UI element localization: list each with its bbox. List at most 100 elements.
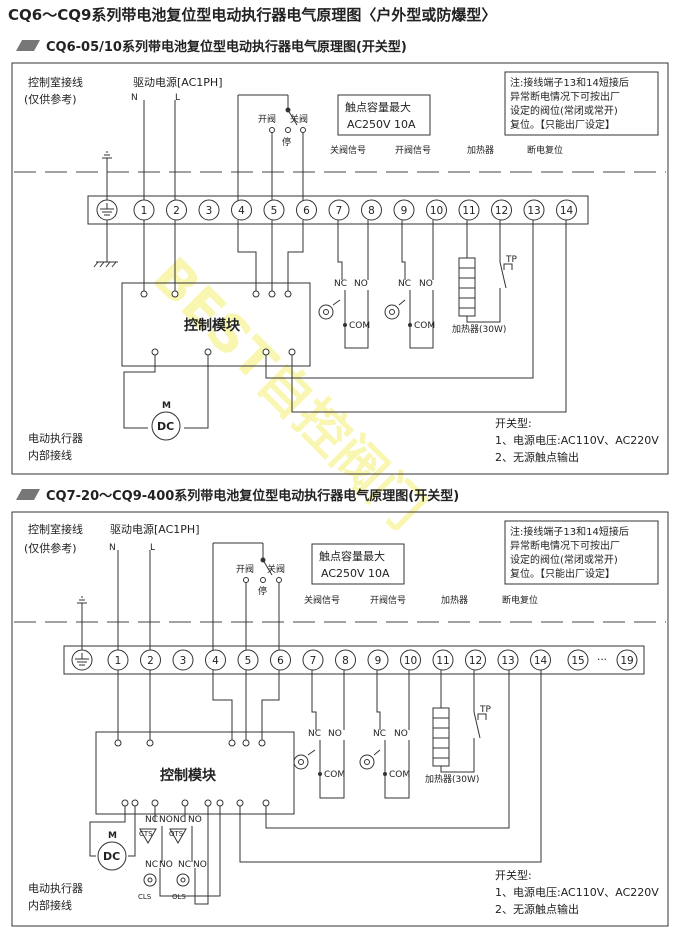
no-label: NO — [354, 279, 368, 289]
control-module-label: 控制模块 — [184, 317, 241, 334]
terminal-10 — [400, 649, 421, 671]
module-port — [146, 739, 154, 747]
terminal-6 — [270, 649, 291, 671]
wire — [376, 670, 381, 730]
module-port — [181, 799, 189, 807]
ref-only-label: (仅供参考) — [24, 541, 77, 555]
switch-spec-line: 1、电源电压:AC110V、AC220V — [495, 885, 659, 899]
terminal-5 — [237, 649, 259, 671]
module-port — [121, 799, 129, 807]
stop-label: 停 — [258, 585, 267, 597]
nc-label: NC — [145, 860, 158, 870]
heater-element — [432, 707, 450, 767]
heater-label: 加热器 — [441, 594, 468, 606]
internal-wiring-label: 内部接线 — [28, 898, 72, 912]
selector-contact — [285, 127, 291, 133]
terminal-7 — [328, 199, 350, 221]
nc-label: NC — [145, 815, 158, 825]
module-port — [204, 799, 212, 807]
terminal-4 — [205, 649, 226, 671]
wire — [184, 355, 209, 429]
close-signal-label: 关阀信号 — [304, 594, 340, 606]
terminal-number: 8 — [368, 205, 375, 217]
module-port — [151, 799, 159, 807]
terminal-number: 4 — [238, 205, 245, 217]
no-label: NO — [159, 815, 173, 825]
note-line: 复位。【只能出厂设定】 — [510, 118, 615, 131]
tp-label: TP — [505, 255, 517, 265]
terminal-2 — [166, 199, 187, 221]
open-signal-label: 开阀信号 — [395, 144, 431, 156]
terminal-12 — [491, 199, 512, 221]
motor-dc-label: DC — [157, 420, 174, 433]
cts-label: CTS — [139, 830, 153, 838]
nc-label: NC — [373, 729, 386, 739]
selector-contact — [243, 577, 249, 583]
power-label: 驱动电源[AC1PH] — [110, 522, 200, 536]
module-port — [262, 799, 270, 807]
terminal-11 — [458, 199, 480, 221]
terminal-5 — [263, 199, 285, 221]
wire — [287, 220, 304, 294]
cam-switch-icon — [176, 873, 190, 887]
terminal-number: 6 — [277, 655, 284, 667]
terminal-3 — [198, 199, 220, 221]
terminal-number: 1 — [115, 655, 122, 667]
terminal-number: 14 — [534, 655, 548, 667]
section2-heading: CQ7-20～CQ9-400系列带电池复位型电动执行器电气原理图(开关型) — [46, 488, 459, 504]
com-label: COM — [414, 321, 435, 331]
nc-label: NC — [178, 860, 191, 870]
ref-only-label: (仅供参考) — [24, 92, 77, 106]
note-line: 设定的阀位(常闭或常开) — [510, 553, 618, 566]
wire — [319, 740, 345, 799]
module-port — [131, 799, 139, 807]
heater-element — [458, 257, 476, 317]
terminal-number: 1 — [141, 205, 148, 217]
terminal-7 — [302, 649, 324, 671]
switch-type-title: 开关型: — [495, 416, 532, 430]
terminal-9 — [367, 649, 389, 671]
heading-marker-icon — [16, 489, 40, 500]
terminal-10 — [426, 199, 447, 221]
motor-dc-icon — [97, 841, 127, 871]
terminal-19 — [616, 649, 638, 671]
no-label: NO — [188, 815, 202, 825]
wire — [344, 290, 369, 349]
terminal-number: 13 — [527, 205, 540, 217]
power-reset-label: 断电复位 — [502, 594, 538, 606]
ols-label: OLS — [172, 893, 186, 901]
terminal-3 — [172, 649, 194, 671]
note-line: 设定的阀位(常闭或常开) — [510, 104, 618, 117]
stop-label: 停 — [282, 136, 291, 148]
wire — [265, 670, 510, 829]
control-module — [95, 731, 295, 815]
cls-label: CLS — [138, 893, 152, 901]
terminal-15 — [567, 649, 589, 671]
heater-30w-label: 加热器(30W) — [425, 773, 479, 785]
control-room-label: 控制室接线 — [28, 75, 83, 89]
control-room-label: 控制室接线 — [28, 522, 83, 536]
open-signal-label: 开阀信号 — [370, 594, 406, 606]
note-line: 异常断电情况下可按出厂 — [510, 90, 620, 103]
heater-label: 加热器 — [467, 144, 494, 156]
terminal-11 — [432, 649, 454, 671]
module-port — [216, 799, 224, 807]
terminal-9 — [393, 199, 415, 221]
terminal-number: 3 — [206, 205, 213, 217]
terminal-13 — [497, 649, 519, 671]
ground-terminal — [71, 649, 93, 671]
terminal-number: 8 — [342, 655, 349, 667]
contact-value: AC250V 10A — [347, 118, 416, 131]
cam-switch-icon — [143, 873, 157, 887]
section1-frame — [11, 62, 669, 475]
nc-label: NC — [334, 279, 347, 289]
com-label: COM — [324, 770, 345, 780]
wire — [440, 738, 475, 773]
terminal-number: 10 — [430, 205, 443, 217]
module-port — [252, 290, 260, 298]
n-label: N — [109, 543, 116, 553]
module-port — [171, 290, 179, 298]
close-valve-label: 关阀 — [267, 563, 285, 575]
